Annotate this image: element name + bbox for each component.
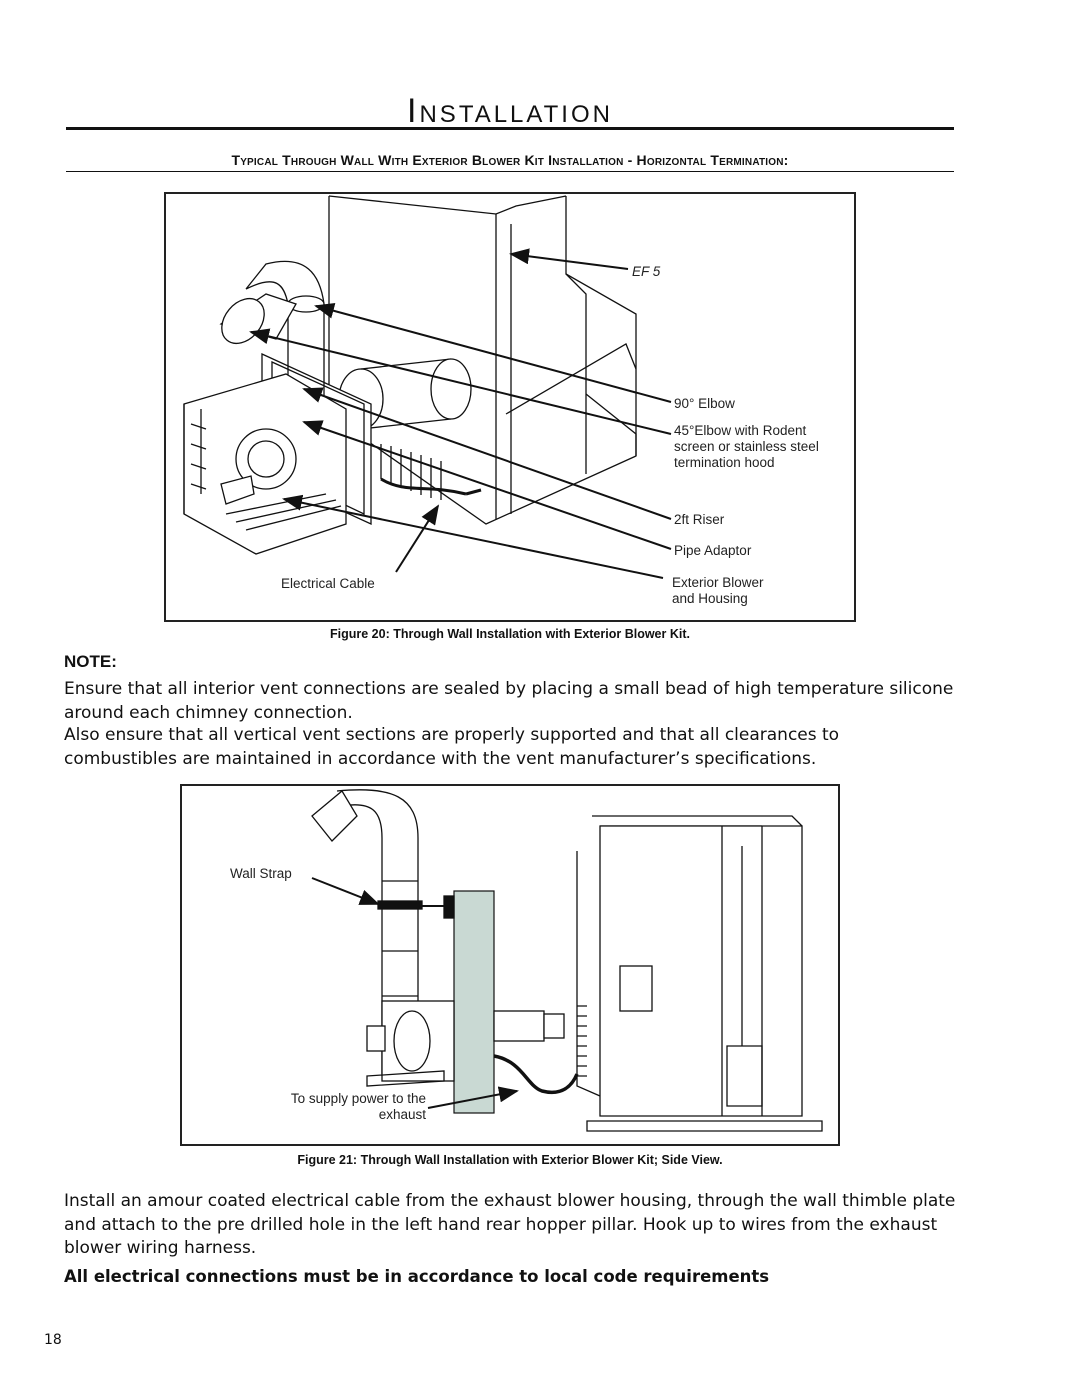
callout-45-elbow: 45°Elbow with Rodent screen or stainless… bbox=[674, 423, 819, 470]
section-heading: Typical Through Wall With Exterior Blowe… bbox=[231, 152, 789, 168]
figure-21: Wall Strap To supply power to the exhaus… bbox=[180, 784, 840, 1146]
figure-20: EF 5 90° Elbow 45°Elbow with Rodent scre… bbox=[164, 192, 856, 622]
page-title: Installation bbox=[407, 92, 613, 130]
callout-electrical-cable: Electrical Cable bbox=[281, 576, 375, 591]
note-label: NOTE: bbox=[64, 652, 117, 671]
callout-ef5: EF 5 bbox=[632, 264, 661, 279]
figure-20-illustration bbox=[183, 195, 672, 579]
body-paragraph: Install an amour coated electrical cable… bbox=[64, 1191, 956, 1258]
section-rule bbox=[66, 171, 954, 172]
callout-90-elbow: 90° Elbow bbox=[674, 396, 735, 411]
callout-wall-strap: Wall Strap bbox=[230, 866, 292, 881]
title-rule bbox=[66, 127, 954, 130]
note-paragraph-2: Also ensure that all vertical vent secti… bbox=[64, 725, 840, 769]
callout-pipe-adaptor: Pipe Adaptor bbox=[674, 543, 752, 558]
page-number: 18 bbox=[44, 1332, 62, 1348]
callout-2ft-riser: 2ft Riser bbox=[674, 512, 725, 527]
figure-20-caption: Figure 20: Through Wall Installation wit… bbox=[330, 627, 690, 641]
callout-supply-power: To supply power to the exhaust bbox=[290, 1091, 426, 1122]
figure-21-caption: Figure 21: Through Wall Installation wit… bbox=[297, 1153, 723, 1167]
bold-statement: All electrical connections must be in ac… bbox=[64, 1267, 770, 1286]
callout-exterior-blower: Exterior Blower and Housing bbox=[672, 575, 764, 606]
note-paragraph-1: Ensure that all interior vent connection… bbox=[64, 679, 954, 723]
figure-21-illustration bbox=[311, 789, 823, 1132]
